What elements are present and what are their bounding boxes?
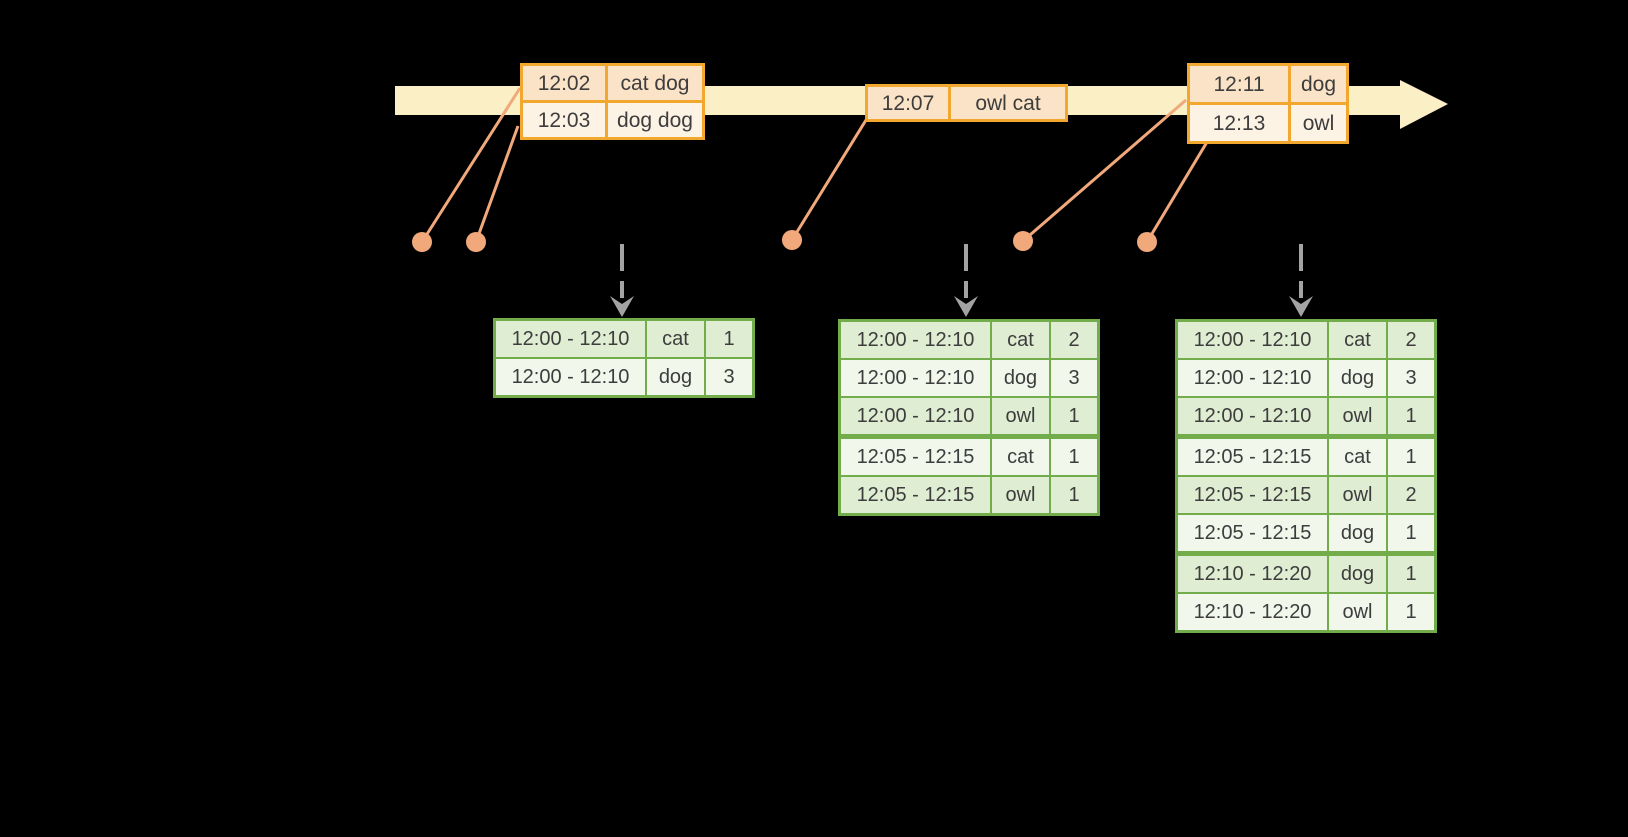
result-word-cell: owl <box>1329 594 1386 630</box>
event-connector-line <box>474 125 520 243</box>
result-word-cell: dog <box>1329 556 1386 592</box>
result-word-cell: cat <box>992 439 1049 475</box>
event-time-cell: 12:02 <box>523 66 605 100</box>
result-word-cell: cat <box>1329 322 1386 358</box>
event-time-cell: 12:03 <box>523 103 605 137</box>
event-connector-line <box>790 119 868 241</box>
event-dot <box>412 232 432 252</box>
event-connector-line <box>420 87 522 243</box>
result-count-cell: 1 <box>1388 556 1434 592</box>
result-window-cell: 12:10 - 12:20 <box>1178 556 1327 592</box>
result-window-cell: 12:00 - 12:10 <box>496 321 645 357</box>
result-word-cell: owl <box>992 477 1049 513</box>
result-window-cell: 12:00 - 12:10 <box>496 359 645 395</box>
event-words-cell: owl <box>1291 105 1346 141</box>
result-word-cell: dog <box>647 359 704 395</box>
event-dot <box>782 230 802 250</box>
result-count-cell: 1 <box>1051 477 1097 513</box>
result-count-cell: 1 <box>1388 439 1434 475</box>
event-time-cell: 12:11 <box>1190 66 1288 102</box>
result-word-cell: owl <box>1329 477 1386 513</box>
result-window-cell: 12:05 - 12:15 <box>841 477 990 513</box>
result-window-cell: 12:05 - 12:15 <box>1178 439 1327 475</box>
result-count-cell: 1 <box>706 321 752 357</box>
result-count-cell: 1 <box>1051 439 1097 475</box>
result-count-cell: 3 <box>706 359 752 395</box>
result-window-cell: 12:05 - 12:15 <box>841 439 990 475</box>
result-window-cell: 12:00 - 12:10 <box>1178 398 1327 434</box>
result-word-cell: cat <box>1329 439 1386 475</box>
event-words-cell: dog dog <box>608 103 702 137</box>
trigger-arrow-head-icon <box>954 296 978 317</box>
result-word-cell: owl <box>992 398 1049 434</box>
result-word-cell: cat <box>992 322 1049 358</box>
result-window-cell: 12:00 - 12:10 <box>841 360 990 396</box>
event-words-cell: owl cat <box>951 87 1065 119</box>
result-window-cell: 12:00 - 12:10 <box>841 398 990 434</box>
result-count-cell: 2 <box>1051 322 1097 358</box>
result-window-cell: 12:05 - 12:15 <box>1178 515 1327 551</box>
result-word-cell: dog <box>1329 360 1386 396</box>
trigger-arrow-head-icon <box>1289 296 1313 317</box>
event-words-cell: cat dog <box>608 66 702 100</box>
result-count-cell: 2 <box>1388 322 1434 358</box>
result-word-cell: cat <box>647 321 704 357</box>
event-dot <box>1013 231 1033 251</box>
event-words-cell: dog <box>1291 66 1346 102</box>
result-window-cell: 12:05 - 12:15 <box>1178 477 1327 513</box>
result-window-cell: 12:00 - 12:10 <box>1178 360 1327 396</box>
event-time-cell: 12:07 <box>868 87 948 119</box>
result-count-cell: 1 <box>1051 398 1097 434</box>
result-count-cell: 3 <box>1051 360 1097 396</box>
result-count-cell: 1 <box>1388 398 1434 434</box>
result-window-cell: 12:00 - 12:10 <box>1178 322 1327 358</box>
result-word-cell: dog <box>1329 515 1386 551</box>
event-connector-line <box>1022 98 1187 243</box>
event-time-cell: 12:13 <box>1190 105 1288 141</box>
result-count-cell: 3 <box>1388 360 1434 396</box>
event-dot <box>466 232 486 252</box>
result-count-cell: 2 <box>1388 477 1434 513</box>
result-count-cell: 1 <box>1388 594 1434 630</box>
result-word-cell: owl <box>1329 398 1386 434</box>
result-word-cell: dog <box>992 360 1049 396</box>
result-window-cell: 12:10 - 12:20 <box>1178 594 1327 630</box>
timeline-arrow-icon <box>1400 80 1448 129</box>
trigger-arrow-head-icon <box>610 296 634 317</box>
event-dot <box>1137 232 1157 252</box>
result-window-cell: 12:00 - 12:10 <box>841 322 990 358</box>
result-count-cell: 1 <box>1388 515 1434 551</box>
event-connector-line <box>1145 141 1209 243</box>
